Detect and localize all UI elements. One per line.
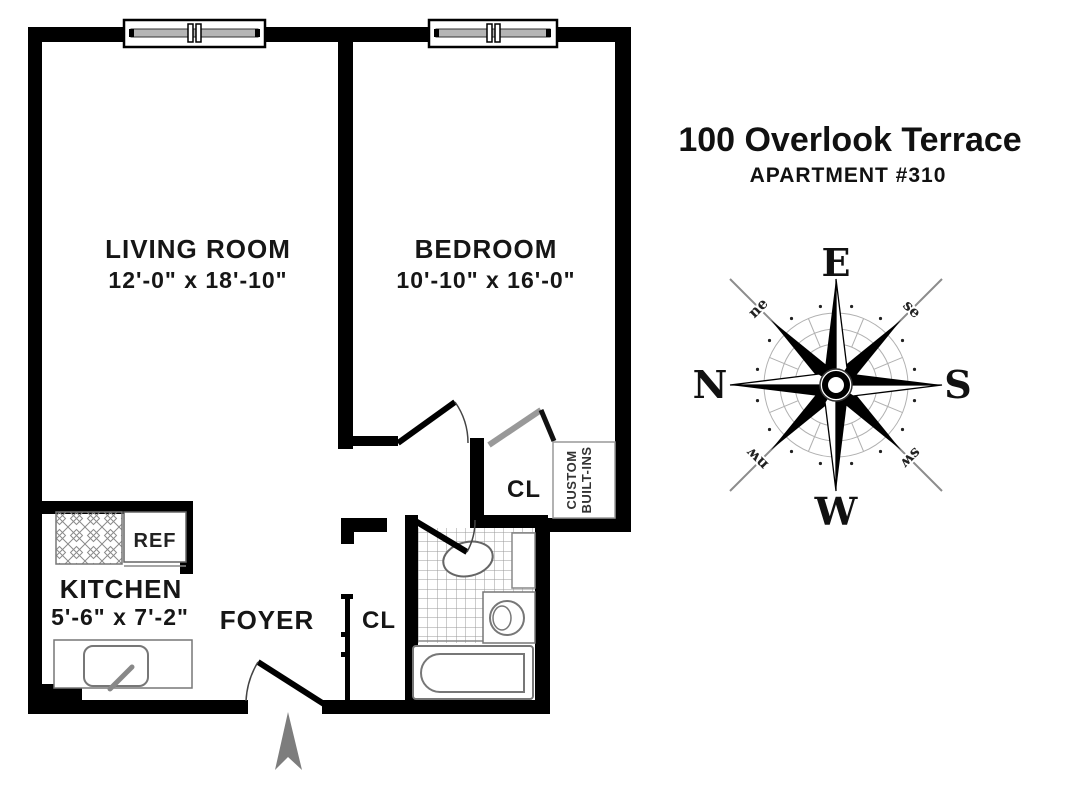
wall-bottom-right xyxy=(322,700,550,714)
bathroom-door-leaf xyxy=(410,516,469,555)
wall-right-step xyxy=(548,518,631,532)
builtins-cabinet xyxy=(552,441,616,519)
compass-north: N xyxy=(693,362,728,407)
wall-partition xyxy=(338,41,353,449)
compass-cardinal-points xyxy=(729,278,943,492)
compass-nw: nw xyxy=(741,443,771,473)
wall-foyer-closet-cap xyxy=(341,594,353,599)
living-room-label: LIVING ROOM xyxy=(105,234,291,264)
compass-dots xyxy=(755,304,917,466)
page-subtitle: APARTMENT #310 xyxy=(750,164,947,187)
kitchen-fixtures xyxy=(53,511,193,692)
compass-star xyxy=(729,278,943,492)
wall-left xyxy=(28,27,42,714)
header: 100 Overlook Terrace APARTMENT #310 xyxy=(678,121,1021,187)
bedroom-door-leaf xyxy=(396,399,457,446)
wall-bathroom-top xyxy=(470,515,548,528)
compass-intercardinal-points xyxy=(770,319,902,451)
foyer-label: FOYER xyxy=(220,605,315,635)
bathroom-sink-basin xyxy=(492,605,512,631)
wall-foyer-closet-return xyxy=(341,518,354,544)
custom-builtins: CUSTOM BUILT-INS xyxy=(552,441,616,519)
wall-foyer-closet-notch2 xyxy=(341,652,350,657)
entry-door-swing xyxy=(245,661,259,702)
compass-south: S xyxy=(944,362,971,407)
wall-foyer-closet-thin xyxy=(345,596,350,702)
bathtub-basin xyxy=(420,653,525,693)
entry-arrow xyxy=(275,712,302,770)
builtins-label-line1: CUSTOM xyxy=(564,450,579,509)
closet-door-leaf xyxy=(487,407,543,448)
window-bedroom xyxy=(427,18,559,49)
bathroom-door-swing xyxy=(466,519,476,553)
refrigerator xyxy=(123,511,187,563)
refrigerator-label: REF xyxy=(134,530,177,552)
faucet xyxy=(107,664,135,692)
builtins-label-line2: BUILT-INS xyxy=(579,446,594,513)
page-title: 100 Overlook Terrace xyxy=(678,121,1021,159)
foyer-closet-label: CL xyxy=(362,607,396,634)
bedroom-door-swing xyxy=(454,401,469,444)
living-room-dims: 12'-0" x 18'-10" xyxy=(108,267,287,293)
doors xyxy=(245,399,557,709)
compass-east: E xyxy=(822,240,851,285)
bedroom-label: BEDROOM xyxy=(415,234,558,264)
compass-west: W xyxy=(814,489,859,534)
bathtub xyxy=(412,645,534,700)
wall-foyer-closet-notch1 xyxy=(341,632,350,637)
windows xyxy=(122,18,559,49)
window-living-room xyxy=(122,18,267,49)
wall-closet-left xyxy=(470,438,484,528)
bedroom-dims: 10'-10" x 16'-0" xyxy=(396,267,575,293)
wall-kitchen-corner xyxy=(28,684,82,714)
entry-door-leaf xyxy=(256,659,329,709)
compass-rose: E N S W ne se nw sw xyxy=(690,238,974,537)
shower-niche xyxy=(511,532,536,589)
room-labels: LIVING ROOM 12'-0" x 18'-10" BEDROOM 10'… xyxy=(51,234,575,635)
wall-bathroom-right xyxy=(535,518,550,714)
compass-hub xyxy=(822,371,850,399)
stove xyxy=(55,511,123,565)
toilet xyxy=(442,540,494,578)
bathroom-fixtures xyxy=(412,528,536,700)
wall-kitchen-top xyxy=(42,501,193,514)
wall-bedroom-bottom xyxy=(353,436,398,446)
walls xyxy=(28,27,631,714)
closet-door-jamb xyxy=(538,409,557,442)
wall-bottom-left xyxy=(28,700,248,714)
bedroom-closet-label: CL xyxy=(507,476,541,503)
kitchen-label: KITCHEN xyxy=(60,574,183,604)
bathroom-sink xyxy=(489,600,525,636)
kitchen-dims: 5'-6" x 7'-2" xyxy=(51,604,189,630)
wall-right xyxy=(615,27,631,532)
